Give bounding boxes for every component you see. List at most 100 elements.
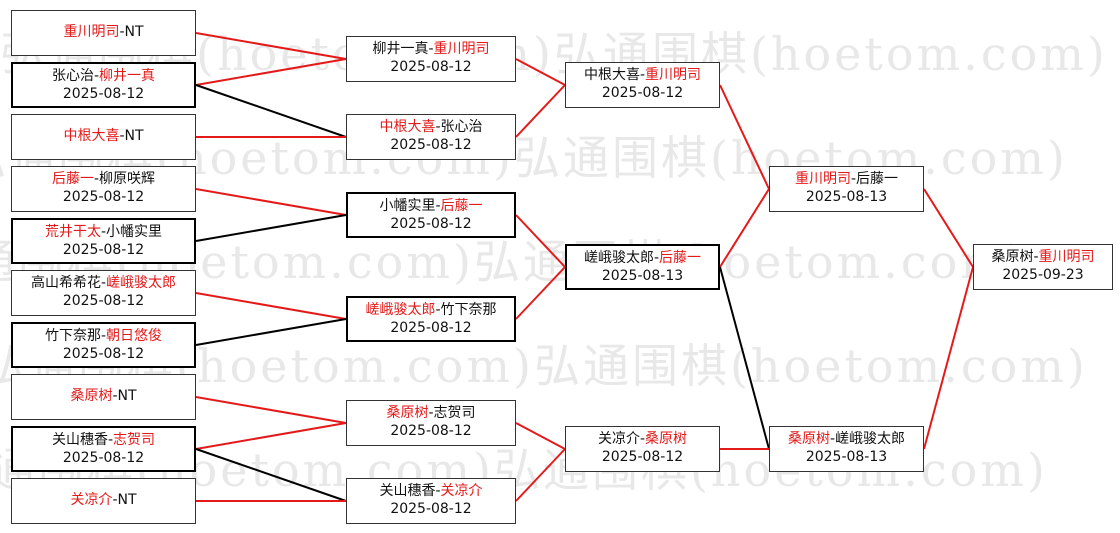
connector-line [515, 422, 566, 450]
vs-separator: - [119, 128, 125, 144]
match-players: 小幡实里-后藤一 [348, 197, 514, 215]
player-name: 小幡实里 [379, 198, 436, 214]
match-box-m8: 桑原树-NT [11, 374, 196, 420]
player-name: NT [117, 492, 137, 508]
player-name: 柳井一真 [99, 68, 156, 84]
vs-separator: - [119, 24, 125, 40]
connector-line [195, 318, 347, 346]
connector-line [719, 188, 770, 268]
vs-separator: - [93, 171, 100, 187]
match-date: 2025-08-12 [390, 501, 472, 517]
match-players: 中根大喜-张心治 [347, 118, 515, 136]
match-date: 2025-08-12 [62, 242, 145, 258]
player-name: 后藤一 [51, 171, 94, 187]
player-name: 关山穗香 [51, 432, 108, 448]
player-name: 嵯峨骏太郎 [365, 302, 436, 318]
match-date: 2025-08-12 [62, 86, 145, 102]
match-box-m1: 重川明司-NT [11, 10, 196, 56]
match-date: 2025-08-13 [805, 449, 888, 465]
player-name: 重川明司 [433, 41, 490, 57]
player-name: 中根大喜 [63, 128, 120, 144]
match-date: 2025-08-12 [62, 189, 145, 205]
match-players: 后藤一-柳原咲辉 [12, 170, 195, 188]
match-box-m3: 中根大喜-NT [11, 114, 196, 160]
match-players: 桑原树-重川明司 [974, 248, 1112, 266]
player-name: 小幡实里 [106, 224, 163, 240]
vs-separator: - [653, 250, 660, 266]
match-players: 关山穗香-志贺司 [13, 431, 194, 449]
vs-separator: - [100, 275, 107, 291]
match-date: 2025-08-12 [390, 320, 472, 336]
player-name: 后藤一 [659, 250, 702, 266]
match-players: 竹下奈那-朝日悠俊 [13, 327, 194, 345]
connector-line [195, 84, 347, 138]
match-players: 中根大喜-重川明司 [566, 66, 719, 84]
match-players: 关凉介-桑原树 [566, 430, 719, 448]
player-name: 桑原树 [386, 405, 429, 421]
player-name: 张心治 [440, 119, 483, 135]
player-name: 中根大喜 [379, 119, 436, 135]
match-date: 2025-08-13 [805, 189, 888, 205]
match-players: 柳井一真-重川明司 [347, 40, 515, 58]
connector-line [195, 58, 347, 86]
player-name: 志贺司 [113, 432, 156, 448]
player-name: 桑原树 [645, 431, 688, 447]
match-players: 关凉介-NT [12, 491, 195, 509]
player-name: NT [124, 128, 144, 144]
player-name: 重川明司 [645, 67, 702, 83]
connector-line [923, 188, 974, 268]
player-name: 志贺司 [433, 405, 476, 421]
vs-separator: - [428, 41, 434, 57]
match-players: 重川明司-NT [12, 23, 195, 41]
player-name: 嵯峨骏太郎 [583, 250, 654, 266]
vs-separator: - [639, 431, 646, 447]
vs-separator: - [435, 302, 441, 318]
player-name: 桑原树 [787, 431, 830, 447]
match-date: 2025-08-12 [601, 449, 684, 465]
match-players: 桑原树-嵯峨骏太郎 [770, 430, 923, 448]
vs-separator: - [850, 171, 857, 187]
match-date: 2025-08-12 [390, 423, 472, 439]
player-name: 后藤一 [440, 198, 483, 214]
connector-line [923, 266, 974, 450]
match-date: 2025-08-12 [390, 137, 472, 153]
match-players: 中根大喜-NT [12, 127, 195, 145]
vs-separator: - [435, 119, 441, 135]
connector-line [195, 422, 347, 450]
player-name: 桑原树 [991, 249, 1034, 265]
player-name: 嵯峨骏太郎 [835, 431, 906, 447]
match-date: 2025-08-12 [62, 346, 145, 362]
player-name: 桑原树 [70, 388, 113, 404]
match-date: 2025-08-12 [62, 293, 145, 309]
connector-line [515, 448, 566, 502]
match-players: 张心治-柳井一真 [13, 67, 194, 85]
player-name: 高山希希花 [30, 275, 101, 291]
player-name: 竹下奈那 [44, 328, 101, 344]
connector-line [719, 266, 770, 450]
player-name: 重川明司 [794, 171, 851, 187]
vs-separator: - [100, 328, 107, 344]
vs-separator: - [112, 388, 118, 404]
vs-separator: - [435, 198, 441, 214]
player-name: 关山穗香 [379, 483, 436, 499]
player-name: 荒井干太 [44, 224, 101, 240]
vs-separator: - [1033, 249, 1039, 265]
player-name: 重川明司 [1038, 249, 1095, 265]
player-name: 柳井一真 [372, 41, 429, 57]
